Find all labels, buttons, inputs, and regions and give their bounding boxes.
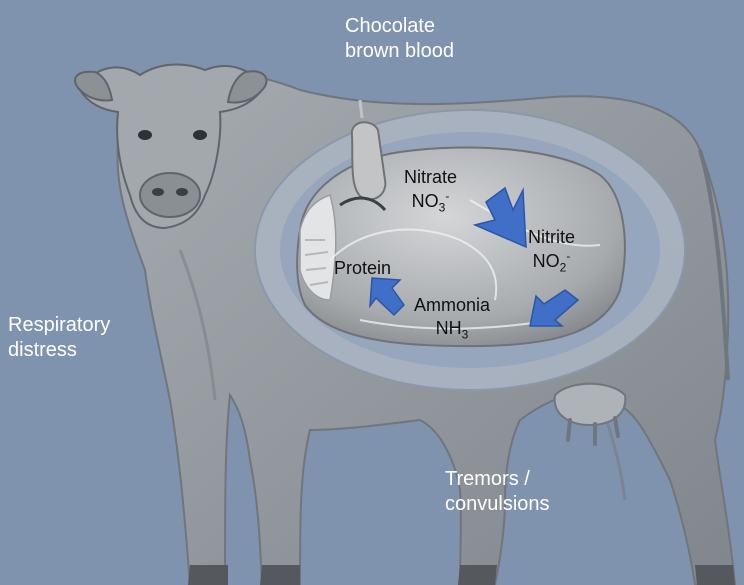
respiratory-label-line1: Respiratory: [8, 313, 110, 338]
ammonia-formula-base: NH: [436, 318, 462, 338]
nitrite-formula-base: NO: [533, 251, 560, 271]
nitrite-label: Nitrite NO2-: [528, 226, 575, 275]
ammonia-subscript: 3: [462, 327, 469, 341]
chocolate-brown-blood-label: Chocolate brown blood: [345, 14, 454, 64]
nitrate-label: Nitrate NO3-: [404, 166, 457, 215]
ammonia-formula: NH3: [414, 317, 490, 343]
chocolate-label-line2: brown blood: [345, 39, 454, 64]
protein-label: Protein: [334, 257, 391, 280]
nitrite-name: Nitrite: [528, 226, 575, 249]
ammonia-name: Ammonia: [414, 294, 490, 317]
nitrate-formula: NO3-: [404, 189, 457, 216]
tremors-label-line2: convulsions: [445, 492, 550, 517]
nitrite-superscript: -: [566, 249, 570, 263]
tremors-convulsions-label: Tremors / convulsions: [445, 467, 550, 517]
respiratory-distress-label: Respiratory distress: [8, 313, 110, 363]
respiratory-label-line2: distress: [8, 338, 110, 363]
ammonia-label: Ammonia NH3: [414, 294, 490, 342]
nitrate-formula-base: NO: [412, 191, 439, 211]
protein-name: Protein: [334, 257, 391, 280]
nitrite-formula: NO2-: [528, 249, 575, 276]
nitrate-superscript: -: [445, 189, 449, 203]
tremors-label-line1: Tremors /: [445, 467, 550, 492]
nitrate-name: Nitrate: [404, 166, 457, 189]
chocolate-label-line1: Chocolate: [345, 14, 454, 39]
